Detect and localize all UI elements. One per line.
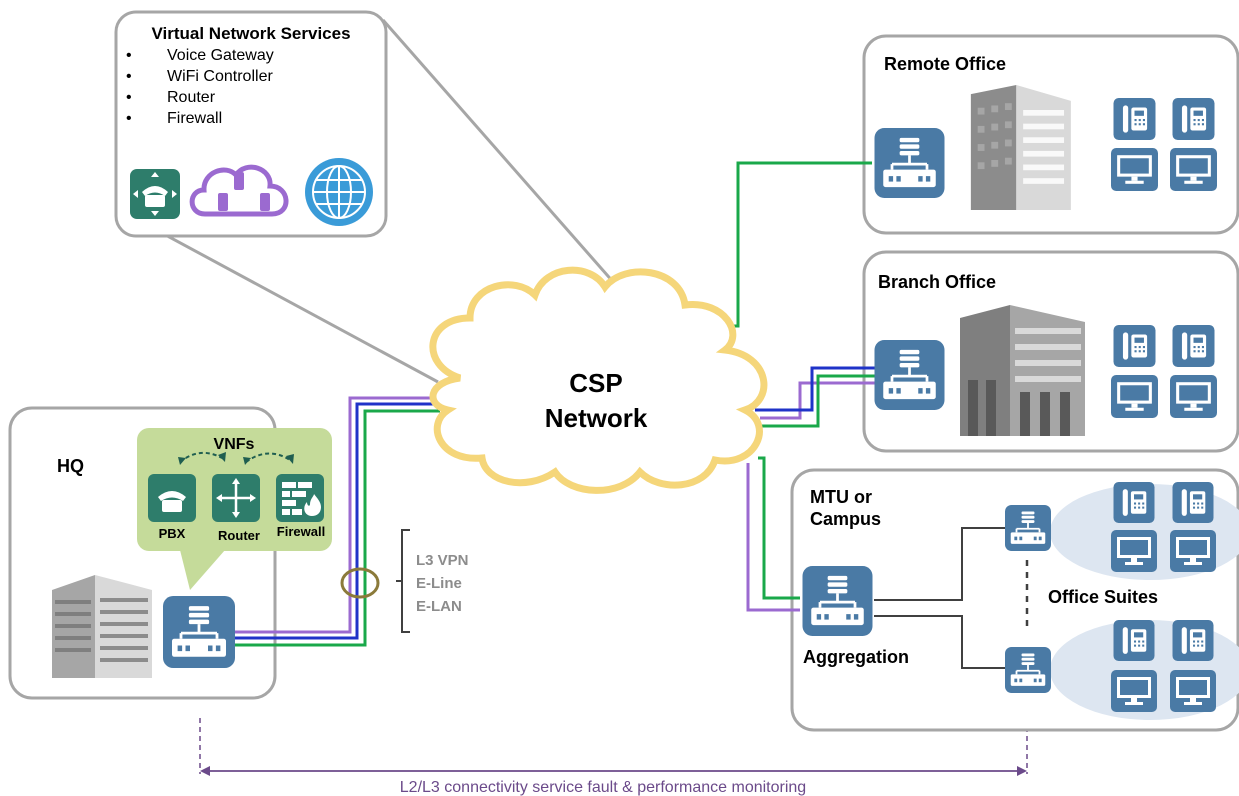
vns-title: Virtual Network Services <box>151 24 350 43</box>
agg-link-bottom <box>874 615 1005 669</box>
mtu-title-line1: MTU or <box>810 487 872 507</box>
hq-switch-icon <box>162 596 236 668</box>
service-ring-icon <box>340 567 380 599</box>
suite-switch-bottom-icon <box>1005 647 1051 693</box>
globe-icon <box>305 158 373 226</box>
link-hq-purple <box>232 396 440 634</box>
link-mtu-purple <box>746 463 800 612</box>
voice-gateway-icon <box>130 169 180 219</box>
remote-office-building <box>970 85 1071 210</box>
vns-item: Voice Gateway <box>167 47 274 64</box>
vnf-label-router: Router <box>218 528 260 543</box>
wifi-controller-icon <box>189 164 289 217</box>
csp-network-cloud <box>429 266 768 494</box>
link-hq-blue <box>232 402 440 640</box>
monitoring-label: L2/L3 connectivity service fault & perfo… <box>400 779 806 796</box>
agg-link-top <box>874 527 1005 601</box>
link-mtu-green <box>758 456 800 600</box>
service-label: E-LAN <box>416 598 462 615</box>
svg-text:•: • <box>126 89 132 106</box>
aggregation-switch-icon <box>801 566 874 636</box>
remote-office-switch-icon <box>873 128 946 198</box>
service-label: L3 VPN <box>416 552 469 569</box>
pbx-icon <box>148 474 196 522</box>
aggregation-label: Aggregation <box>803 647 909 667</box>
vns-item: Router <box>167 89 216 106</box>
cloud-label-line2: Network <box>545 403 648 433</box>
svg-text:•: • <box>126 110 132 127</box>
branch-office-title: Branch Office <box>878 272 996 292</box>
branch-office-building <box>960 305 1085 436</box>
hq-title: HQ <box>57 456 84 476</box>
router-icon <box>212 474 260 522</box>
suite-switch-top-icon <box>1005 505 1051 551</box>
cloud-label-line1: CSP <box>569 368 622 398</box>
service-bracket <box>401 529 410 633</box>
vnf-label-firewall: Firewall <box>277 524 325 539</box>
vnf-label-pbx: PBX <box>159 526 186 541</box>
svg-text:•: • <box>126 47 132 64</box>
svg-text:•: • <box>126 68 132 85</box>
hq-building <box>52 575 152 678</box>
callout-line-right <box>381 19 624 293</box>
vns-item: Firewall <box>167 110 222 127</box>
link-branch-green <box>760 374 880 428</box>
mtu-title-line2: Campus <box>810 509 881 529</box>
vns-item: WiFi Controller <box>167 68 273 85</box>
link-hq-green <box>232 409 440 647</box>
branch-office-switch-icon <box>873 340 946 410</box>
remote-office-title: Remote Office <box>884 54 1006 74</box>
service-label: E-Line <box>416 575 462 592</box>
link-branch-blue <box>755 366 880 412</box>
firewall-icon <box>276 474 324 522</box>
link-branch-purple <box>760 381 880 420</box>
callout-line-left <box>122 210 439 384</box>
vns-list: • Voice Gateway • WiFi Controller • Rout… <box>126 47 274 127</box>
vnf-title: VNFs <box>214 436 255 453</box>
office-suites-label: Office Suites <box>1048 587 1158 607</box>
